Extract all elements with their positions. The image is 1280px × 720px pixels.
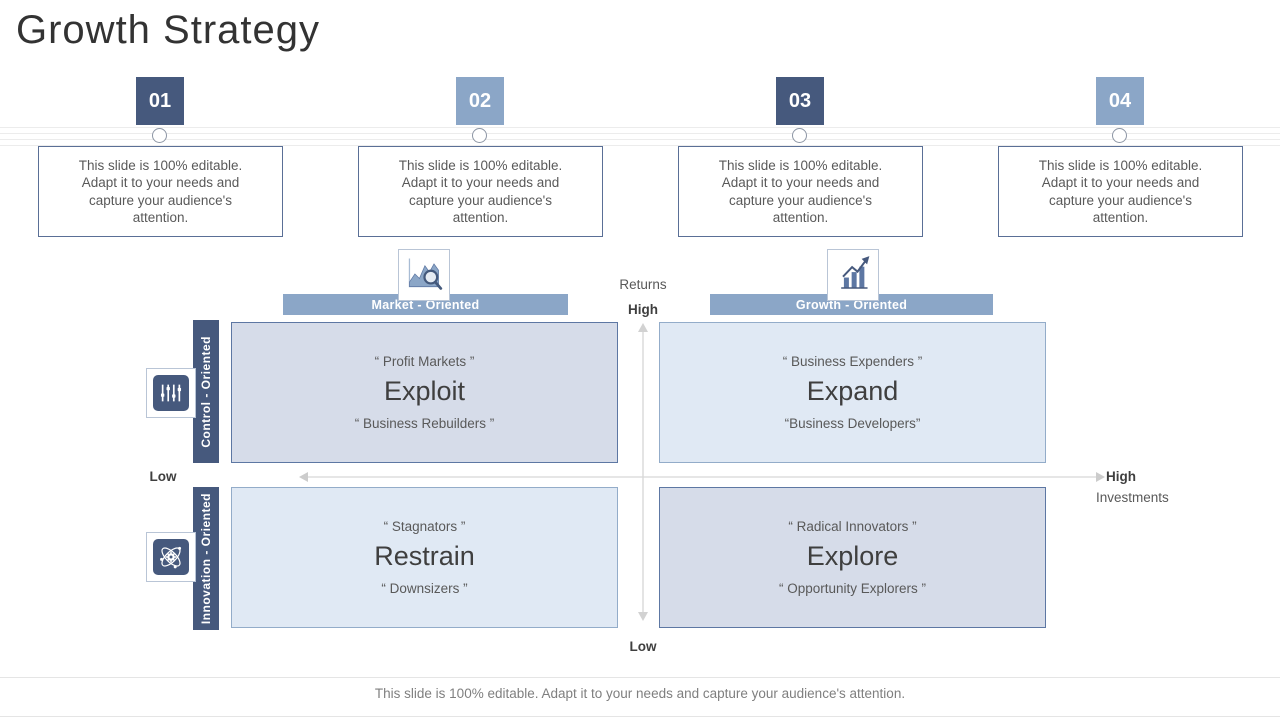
divider-line [0,139,1280,140]
atom-gear-icon [153,539,189,575]
connector-circle [792,128,807,143]
x-axis-title: Investments [1096,490,1169,505]
row-header-control: Control - Oriented [193,320,219,463]
quadrant-top-label: “ Business Expenders ” [782,354,923,369]
page-title: Growth Strategy [16,8,321,52]
quadrant-bottom-label: “ Business Rebuilders ” [354,416,495,431]
divider-line [0,133,1280,134]
step-description-text: This slide is 100% editable. Adapt it to… [398,157,563,226]
y-axis-high-label: High [628,302,658,317]
connector-circle [1112,128,1127,143]
bottom-divider [0,716,1280,717]
column-header-market: Market - Oriented [283,294,568,315]
vertical-axis-arrow [638,323,648,621]
x-axis-low-label: Low [149,469,177,484]
quadrant-expand: “ Business Expenders ” Expand “Business … [659,322,1046,463]
step-number-01: 01 [136,77,184,125]
sliders-icon [153,375,189,411]
quadrant-bottom-label: “ Opportunity Explorers ” [778,581,927,596]
footer-note: This slide is 100% editable. Adapt it to… [374,686,906,701]
quadrant-top-label: “ Radical Innovators ” [788,519,917,534]
row-header-control-label: Control - Oriented [199,335,213,448]
quadrant-explore: “ Radical Innovators ” Explore “ Opportu… [659,487,1046,628]
bar-chart-arrow-icon [833,253,873,298]
column-header-growth: Growth - Oriented [710,294,993,315]
quadrant-top-label: “ Stagnators ” [383,519,466,534]
step-description-text: This slide is 100% editable. Adapt it to… [1038,157,1203,226]
growth-icon-box [827,249,879,301]
row-header-innovation-label: Innovation - Oriented [199,492,213,625]
innovation-icon-box [146,532,196,582]
quadrant-restrain: “ Stagnators ” Restrain “ Downsizers ” [231,487,618,628]
step-description-box: This slide is 100% editable. Adapt it to… [678,146,923,237]
y-axis-low-label: Low [629,639,657,654]
step-number-02: 02 [456,77,504,125]
quadrant-top-label: “ Profit Markets ” [374,354,475,369]
step-number-04: 04 [1096,77,1144,125]
row-header-innovation: Innovation - Oriented [193,487,219,630]
step-description-box: This slide is 100% editable. Adapt it to… [998,146,1243,237]
horizontal-axis-arrow [299,472,1105,482]
connector-circle [152,128,167,143]
step-description-text: This slide is 100% editable. Adapt it to… [78,157,243,226]
quadrant-exploit: “ Profit Markets ” Exploit “ Business Re… [231,322,618,463]
quadrant-title: Exploit [383,376,466,406]
step-description-box: This slide is 100% editable. Adapt it to… [38,146,283,237]
chart-magnifier-icon [404,253,444,298]
divider-line [0,127,1280,128]
divider-line [0,145,1280,146]
x-axis-high-label: High [1106,469,1136,484]
market-icon-box [398,249,450,301]
step-description-box: This slide is 100% editable. Adapt it to… [358,146,603,237]
quadrant-bottom-label: “Business Developers” [784,416,921,431]
control-icon-box [146,368,196,418]
y-axis-title: Returns [619,277,667,292]
step-description-text: This slide is 100% editable. Adapt it to… [718,157,883,226]
quadrant-title: Explore [806,541,899,571]
connector-circle [472,128,487,143]
quadrant-title: Restrain [374,541,475,571]
footer-divider [0,677,1280,678]
quadrant-title: Expand [806,376,899,406]
step-number-03: 03 [776,77,824,125]
quadrant-bottom-label: “ Downsizers ” [381,581,468,596]
